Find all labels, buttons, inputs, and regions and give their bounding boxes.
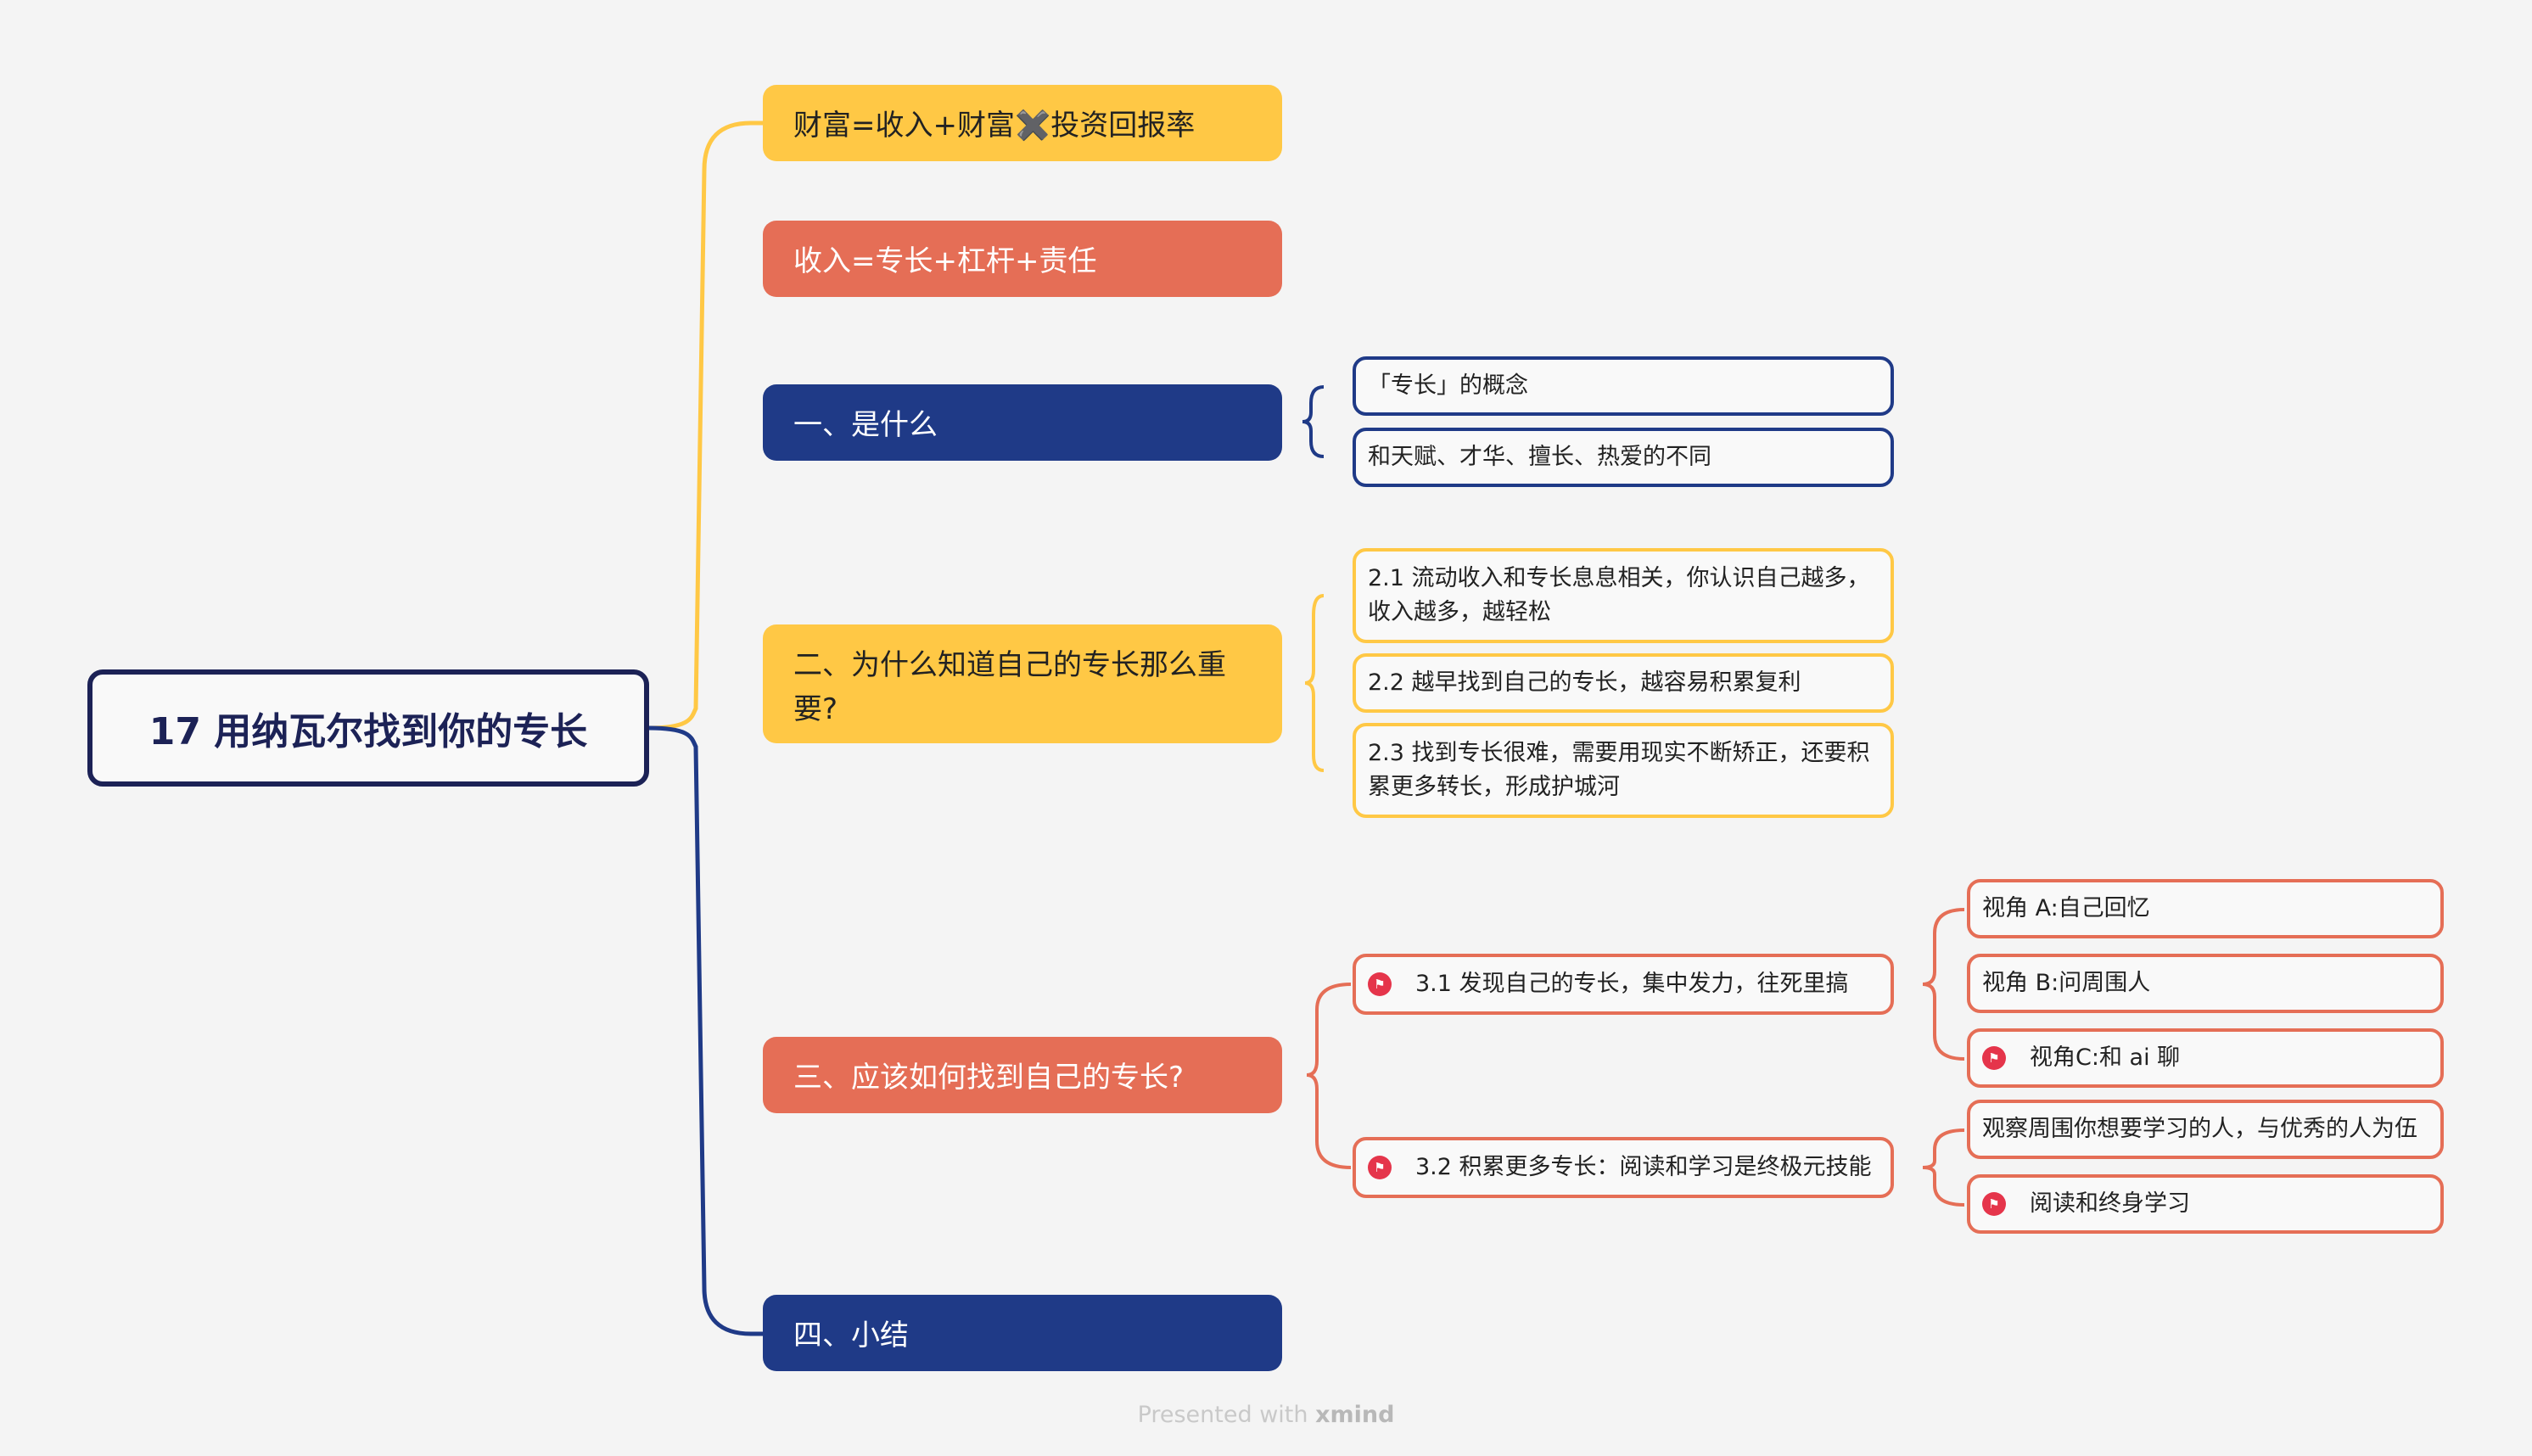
subtopic-label: 和天赋、才华、擅长、热爱的不同 xyxy=(1368,444,1711,470)
branch-what[interactable]: 一、是什么 xyxy=(763,384,1282,461)
subtopic-what-difference[interactable]: 和天赋、才华、擅长、热爱的不同 xyxy=(1353,428,1894,487)
flag-icon: ⚑ xyxy=(1982,1192,2006,1216)
subtopic-label: 2.3 找到专长很难，需要用现实不断矫正，还要积累更多转长，形成护城河 xyxy=(1368,740,1870,800)
branch-wealth-formula[interactable]: 财富=收入+财富✖️投资回报率 xyxy=(763,85,1282,161)
leaf-label: 观察周围你想要学习的人，与优秀的人为伍 xyxy=(1982,1116,2417,1142)
subtopic-why-1[interactable]: 2.1 流动收入和专长息息相关，你认识自己越多，收入越多，越轻松 xyxy=(1353,548,1894,643)
leaf-label: 视角 B:问周围人 xyxy=(1982,970,2151,996)
subtopic-label: 2.2 越早找到自己的专长，越容易积累复利 xyxy=(1368,669,1801,696)
branch-label: 收入=专长+杠杆+责任 xyxy=(793,244,1097,278)
branch-how[interactable]: 三、应该如何找到自己的专长? xyxy=(763,1037,1282,1113)
presented-with-footer: Presented with xmind xyxy=(0,1402,2532,1428)
subtopic-label: 2.1 流动收入和专长息息相关，你认识自己越多，收入越多，越轻松 xyxy=(1368,565,1870,625)
subtopic-how-accumulate[interactable]: ⚑ 3.2 积累更多专长：阅读和学习是终极元技能 xyxy=(1353,1137,1894,1198)
flag-icon: ⚑ xyxy=(1982,1046,2006,1070)
branch-why[interactable]: 二、为什么知道自己的专长那么重要? xyxy=(763,624,1282,743)
branch-summary[interactable]: 四、小结 xyxy=(763,1295,1282,1371)
leaf-observe-people[interactable]: 观察周围你想要学习的人，与优秀的人为伍 xyxy=(1967,1100,2444,1159)
leaf-view-c[interactable]: ⚑ 视角C:和 ai 聊 xyxy=(1967,1028,2444,1088)
branch-income-formula[interactable]: 收入=专长+杠杆+责任 xyxy=(763,221,1282,297)
central-topic-label: 17 用纳瓦尔找到你的专长 xyxy=(148,710,588,753)
central-topic[interactable]: 17 用纳瓦尔找到你的专长 xyxy=(87,669,649,787)
leaf-label: 视角C:和 ai 聊 xyxy=(2030,1044,2181,1071)
subtopic-why-3[interactable]: 2.3 找到专长很难，需要用现实不断矫正，还要积累更多转长，形成护城河 xyxy=(1353,723,1894,818)
leaf-view-b[interactable]: 视角 B:问周围人 xyxy=(1967,954,2444,1013)
subtopic-label: 「专长」的概念 xyxy=(1368,372,1528,399)
branch-label: 二、为什么知道自己的专长那么重要? xyxy=(793,648,1226,726)
branch-label: 一、是什么 xyxy=(793,408,938,442)
leaf-label: 阅读和终身学习 xyxy=(2030,1190,2190,1217)
subtopic-label: 3.1 发现自己的专长，集中发力，往死里搞 xyxy=(1415,971,1849,997)
subtopic-how-discover[interactable]: ⚑ 3.1 发现自己的专长，集中发力，往死里搞 xyxy=(1353,954,1894,1015)
flag-icon: ⚑ xyxy=(1368,1156,1392,1179)
subtopic-what-concept[interactable]: 「专长」的概念 xyxy=(1353,356,1894,416)
xmind-brand: xmind xyxy=(1315,1402,1395,1428)
leaf-label: 视角 A:自己回忆 xyxy=(1982,895,2150,921)
flag-icon: ⚑ xyxy=(1368,972,1392,996)
leaf-view-a[interactable]: 视角 A:自己回忆 xyxy=(1967,879,2444,938)
branch-label: 四、小结 xyxy=(793,1319,909,1352)
branch-label: 三、应该如何找到自己的专长? xyxy=(793,1061,1185,1095)
subtopic-label: 3.2 积累更多专长：阅读和学习是终极元技能 xyxy=(1415,1154,1872,1180)
branch-label: 财富=收入+财富✖️投资回报率 xyxy=(793,109,1196,143)
leaf-lifelong-learning[interactable]: ⚑ 阅读和终身学习 xyxy=(1967,1174,2444,1234)
subtopic-why-2[interactable]: 2.2 越早找到自己的专长，越容易积累复利 xyxy=(1353,653,1894,713)
footer-prefix: Presented with xyxy=(1137,1402,1316,1428)
